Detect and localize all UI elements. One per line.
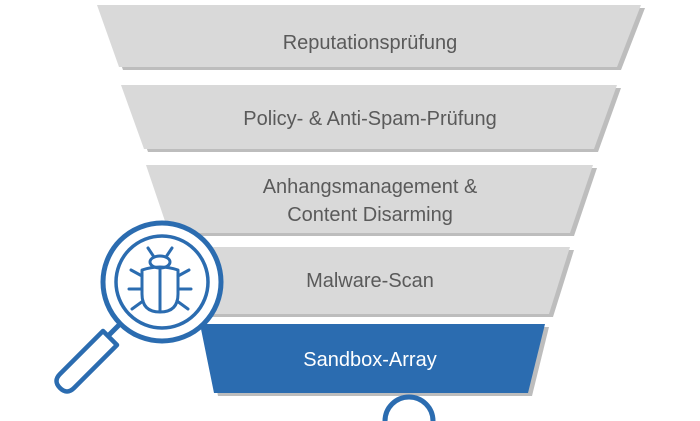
funnel-layer-attachment-management: Anhangsmanagement & Content Disarming (146, 165, 597, 236)
layer-shape (173, 247, 570, 314)
layer-shape (200, 324, 545, 393)
magnifier-bug-icon (54, 220, 224, 394)
funnel-layer-reputation: Reputationsprüfung (97, 5, 645, 70)
funnel-layer-policy-anti-spam: Policy- & Anti-Spam-Prüfung (121, 85, 621, 152)
circle-icon (382, 394, 436, 421)
layer-shape (97, 5, 641, 67)
layer-label-line-2: Content Disarming (287, 204, 453, 226)
funnel-layer-malware-scan: Malware-Scan (173, 247, 574, 317)
layer-shape (146, 165, 593, 233)
layer-label: Sandbox-Array (303, 349, 436, 371)
layer-label: Policy- & Anti-Spam-Prüfung (243, 108, 496, 130)
funnel-layer-sandbox-array: Sandbox-Array (200, 324, 549, 396)
layer-label: Malware-Scan (306, 270, 434, 292)
layer-label-line-1: Anhangsmanagement & (263, 176, 478, 198)
bug-icon (127, 246, 193, 314)
layer-label: Reputationsprüfung (283, 32, 458, 54)
layer-shape (121, 85, 617, 149)
